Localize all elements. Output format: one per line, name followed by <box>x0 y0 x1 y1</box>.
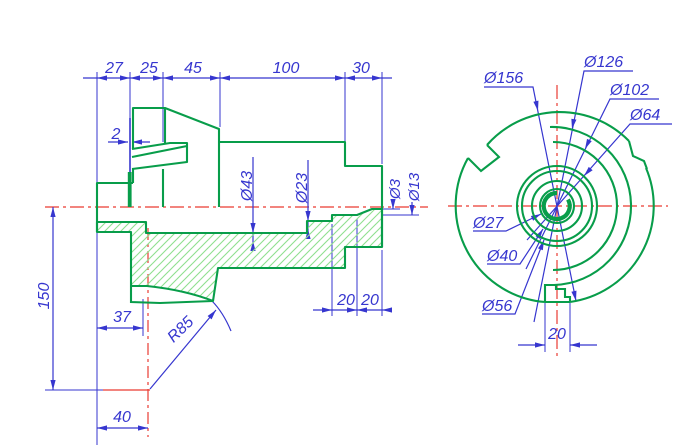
dim-d43: Ø43 <box>239 171 256 202</box>
claw-slot-upper-left <box>467 144 501 173</box>
front-view <box>454 111 655 304</box>
outer-circle-left-arc <box>454 157 546 304</box>
circle-27 <box>538 187 576 225</box>
dim-20-front: 20 <box>547 326 566 343</box>
dim-d126: Ø126 <box>583 54 623 71</box>
dim-d27: Ø27 <box>472 215 504 232</box>
dim-25: 25 <box>139 60 158 77</box>
dim-d23: Ø23 <box>294 173 311 204</box>
outer-profile <box>95 106 384 247</box>
dim-d3: Ø3 <box>387 178 404 200</box>
dim-40: 40 <box>113 409 131 426</box>
section-hatch <box>95 207 384 303</box>
dim-150: 150 <box>36 283 53 310</box>
dim-20-left: 20 <box>336 292 355 309</box>
dim-d102: Ø102 <box>609 82 649 99</box>
dim-r85: R85 <box>164 313 197 346</box>
outer-circle-right-arc <box>569 167 655 304</box>
dim-2: 2 <box>111 126 121 143</box>
side-section-view <box>95 106 384 305</box>
dim-d156: Ø156 <box>483 70 523 87</box>
dim-37: 37 <box>113 309 132 326</box>
thread-arc <box>541 190 572 222</box>
outer-circle-top-arc <box>486 111 630 146</box>
rib-2mm <box>127 172 132 207</box>
dimension-labels: 27 25 45 100 30 2 Ø43 Ø23 Ø3 Ø13 150 37 … <box>36 54 660 426</box>
dim-30: 30 <box>352 60 370 77</box>
dim-d56: Ø56 <box>481 298 512 315</box>
notch-right <box>627 140 648 170</box>
claw-lower <box>129 286 214 305</box>
dim-27: 27 <box>104 60 124 77</box>
circle-102 <box>552 140 618 272</box>
slot-bottom <box>543 283 572 304</box>
dim-20-right: 20 <box>360 292 379 309</box>
dim-d13: Ø13 <box>406 172 423 202</box>
circle-40 <box>530 179 584 233</box>
dim-45: 45 <box>184 60 202 77</box>
circle-64 <box>515 164 599 248</box>
dim-d40: Ø40 <box>486 248 517 265</box>
dim-100: 100 <box>273 60 300 77</box>
circle-126 <box>549 125 633 287</box>
dim-d64: Ø64 <box>629 107 660 124</box>
circle-56 <box>520 169 594 243</box>
